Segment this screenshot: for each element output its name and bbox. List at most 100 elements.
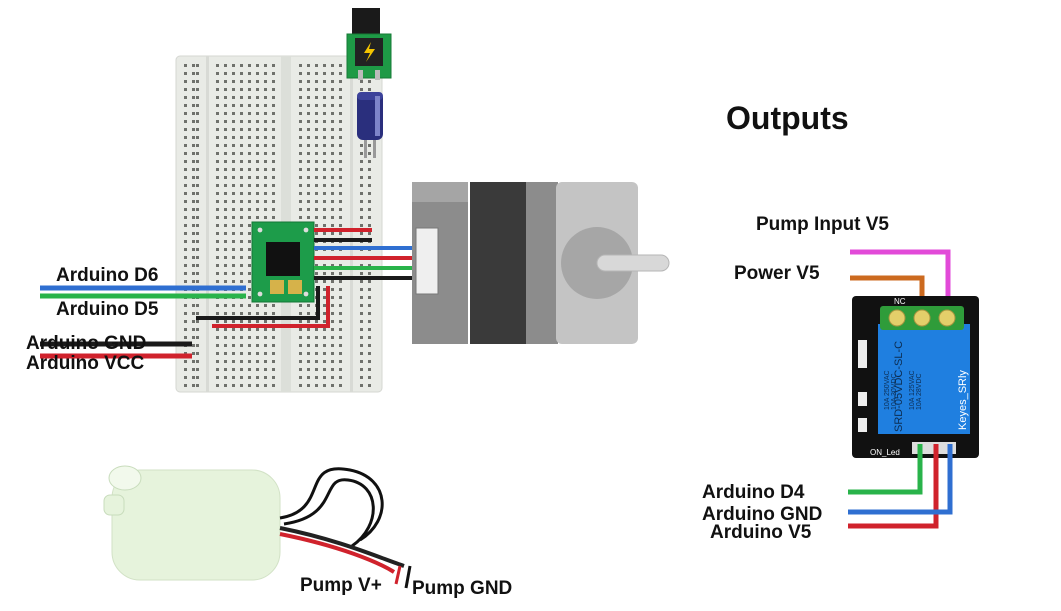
breadboard-hole (196, 216, 199, 219)
breadboard-hole (323, 328, 326, 331)
breadboard-hole (192, 232, 195, 235)
breadboard-hole (232, 304, 235, 307)
breadboard-hole (184, 272, 187, 275)
breadboard-hole (339, 64, 342, 67)
breadboard-hole (232, 344, 235, 347)
breadboard-hole (360, 280, 363, 283)
breadboard-hole (307, 336, 310, 339)
breadboard-hole (184, 320, 187, 323)
breadboard-hole (339, 384, 342, 387)
breadboard-hole (192, 88, 195, 91)
breadboard-hole (216, 368, 219, 371)
breadboard-hole (216, 328, 219, 331)
breadboard-hole (299, 208, 302, 211)
breadboard-hole (240, 128, 243, 131)
breadboard-hole (224, 272, 227, 275)
breadboard-hole (196, 104, 199, 107)
breadboard-hole (196, 248, 199, 251)
breadboard-hole (323, 64, 326, 67)
breadboard-hole (360, 80, 363, 83)
breadboard-hole (224, 104, 227, 107)
breadboard-hole (192, 344, 195, 347)
breadboard-hole (196, 160, 199, 163)
stepper-driver (251, 221, 315, 303)
breadboard-hole (216, 88, 219, 91)
breadboard-hole (240, 208, 243, 211)
breadboard-hole (256, 64, 259, 67)
label-arduino-d4: Arduino D4 (702, 482, 805, 503)
breadboard-hole (360, 224, 363, 227)
breadboard-hole (240, 112, 243, 115)
breadboard-hole (224, 128, 227, 131)
breadboard-hole (224, 304, 227, 307)
breadboard-hole (272, 80, 275, 83)
breadboard-hole (323, 136, 326, 139)
breadboard-hole (264, 96, 267, 99)
breadboard-hole (248, 152, 251, 155)
breadboard-hole (323, 368, 326, 371)
breadboard-hole (331, 296, 334, 299)
breadboard-hole (307, 360, 310, 363)
breadboard-hole (272, 360, 275, 363)
breadboard-hole (368, 368, 371, 371)
breadboard-hole (331, 64, 334, 67)
breadboard-hole (232, 328, 235, 331)
breadboard-hole (323, 272, 326, 275)
breadboard-hole (315, 184, 318, 187)
relay-on-led-label: ON_Led (870, 448, 900, 457)
breadboard-hole (240, 384, 243, 387)
breadboard-hole (331, 360, 334, 363)
breadboard-hole (272, 128, 275, 131)
breadboard-hole (360, 344, 363, 347)
breadboard-hole (184, 168, 187, 171)
breadboard-hole (272, 320, 275, 323)
breadboard-hole (339, 328, 342, 331)
breadboard-hole (232, 256, 235, 259)
relay-module: NC SRD-05VDC-SL-C Keyes_SRly 10A 250VAC … (848, 249, 979, 529)
breadboard-hole (256, 80, 259, 83)
breadboard-hole (331, 336, 334, 339)
breadboard-hole (196, 152, 199, 155)
breadboard-hole (299, 352, 302, 355)
breadboard-hole (248, 312, 251, 315)
breadboard-hole (192, 200, 195, 203)
breadboard-hole (184, 160, 187, 163)
breadboard-hole (339, 288, 342, 291)
breadboard-hole (240, 320, 243, 323)
breadboard-hole (184, 176, 187, 179)
relay-brand-label: Keyes_SRly (957, 370, 969, 430)
breadboard-hole (264, 184, 267, 187)
breadboard-hole (248, 264, 251, 267)
breadboard-hole (184, 384, 187, 387)
breadboard-hole (196, 224, 199, 227)
breadboard-hole (331, 312, 334, 315)
breadboard-hole (323, 304, 326, 307)
breadboard-hole (240, 312, 243, 315)
breadboard-hole (307, 104, 310, 107)
breadboard-hole (331, 176, 334, 179)
breadboard-hole (299, 360, 302, 363)
breadboard-hole (196, 72, 199, 75)
breadboard-hole (272, 64, 275, 67)
breadboard-hole (196, 352, 199, 355)
breadboard-hole (232, 240, 235, 243)
breadboard-hole (232, 72, 235, 75)
breadboard-hole (315, 200, 318, 203)
breadboard-hole (224, 160, 227, 163)
breadboard-hole (360, 88, 363, 91)
breadboard-hole (184, 360, 187, 363)
breadboard-hole (331, 80, 334, 83)
breadboard-hole (224, 344, 227, 347)
breadboard-hole (339, 80, 342, 83)
breadboard-hole (264, 168, 267, 171)
breadboard-hole (192, 328, 195, 331)
breadboard-hole (224, 280, 227, 283)
breadboard-hole (256, 216, 259, 219)
breadboard-hole (248, 288, 251, 291)
breadboard-hole (368, 296, 371, 299)
breadboard-hole (192, 264, 195, 267)
breadboard-hole (192, 104, 195, 107)
breadboard-hole (192, 184, 195, 187)
breadboard-hole (315, 160, 318, 163)
label-arduino-vcc: Arduino VCC (26, 353, 145, 374)
